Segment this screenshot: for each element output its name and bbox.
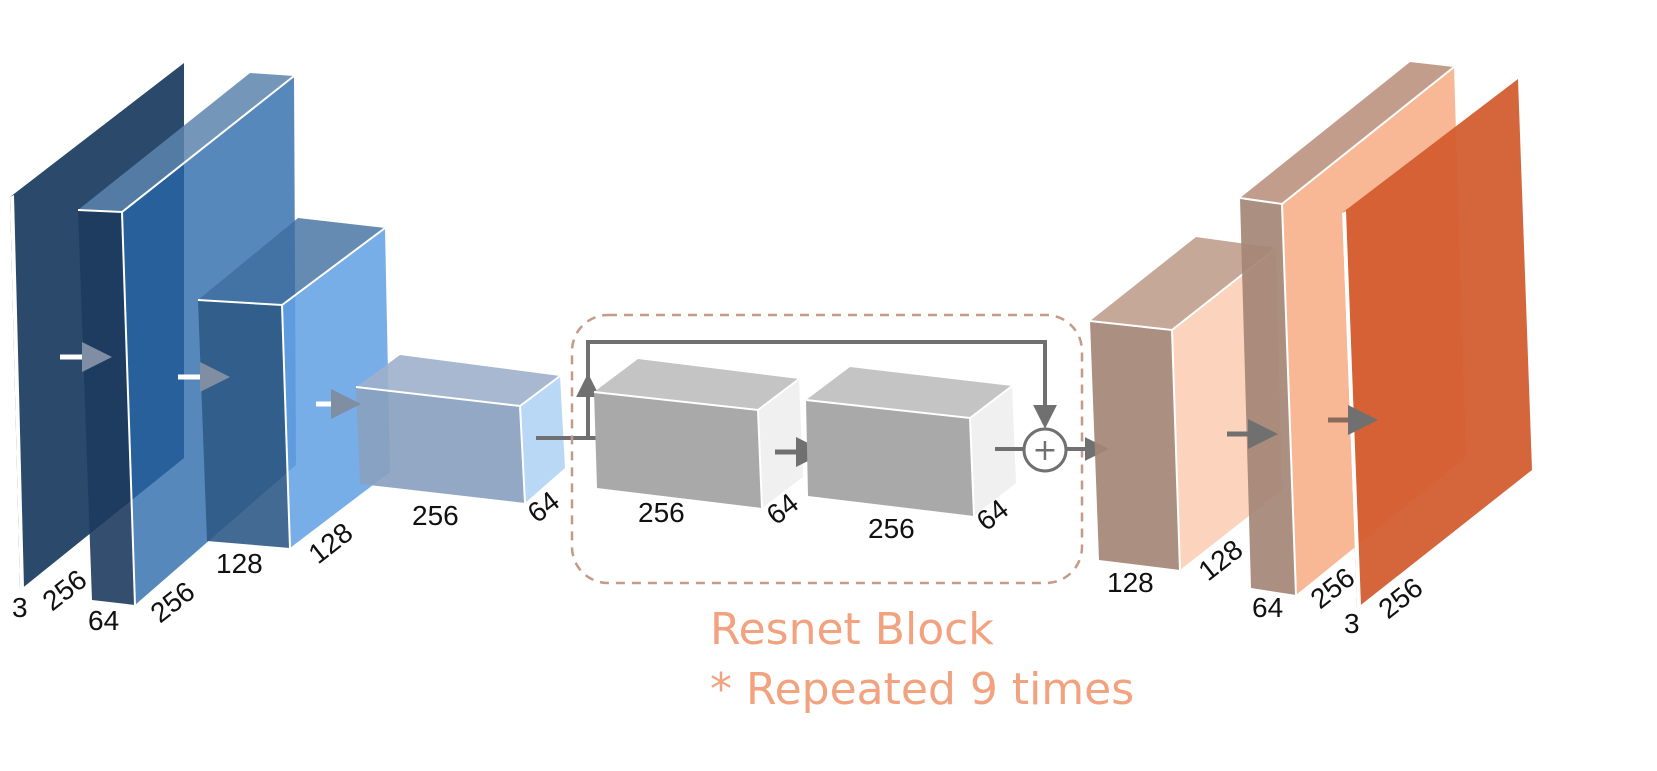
resnet-repeat-note: * Repeated 9 times <box>710 664 1134 715</box>
output-channels-label: 3 <box>1344 608 1360 639</box>
resnet-cube-1 <box>593 359 803 509</box>
encoder-block-256 <box>355 355 565 504</box>
enc2-channels-label: 128 <box>216 548 263 579</box>
dec1-channels-label: 128 <box>1107 567 1154 598</box>
add-symbol: + <box>1032 433 1057 468</box>
add-node: + <box>1022 427 1068 473</box>
resnet-cube-2 <box>805 367 1016 517</box>
input-size-label: 256 <box>37 564 93 617</box>
enc3-size-label: 256 <box>412 500 459 531</box>
res1-size-label: 256 <box>638 497 685 528</box>
dec2-channels-label: 64 <box>1252 592 1283 623</box>
enc1-channels-label: 64 <box>88 605 119 636</box>
res2-size-label: 256 <box>868 513 915 544</box>
input-channels-label: 3 <box>12 592 28 623</box>
resnet-block-title: Resnet Block <box>710 604 994 655</box>
